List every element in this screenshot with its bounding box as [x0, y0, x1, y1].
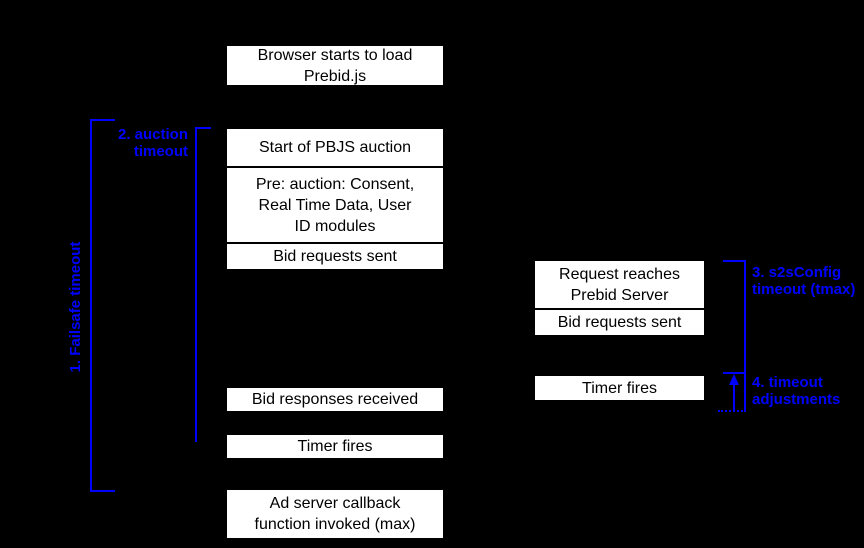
adjustment-dotted-line	[718, 410, 746, 412]
s2s-bracket-extension-line	[744, 372, 746, 411]
browser-load-box: Browser starts to load Prebid.js	[225, 44, 445, 87]
failsafe-timeout-label: 1. Failsafe timeout	[67, 241, 84, 373]
failsafe-timeout-bracket	[90, 119, 115, 492]
auction-stack: Start of PBJS auction Pre: auction: Cons…	[225, 127, 445, 271]
s2s-timeout-label: 3. s2sConfig timeout (tmax)	[752, 264, 856, 298]
timeout-adjustments-label: 4. timeout adjustments	[752, 374, 841, 408]
ad-server-callback-box: Ad server callback function invoked (max…	[225, 488, 445, 540]
request-reaches-server-box: Request reaches Prebid Server	[559, 265, 680, 304]
server-stack: Request reaches Prebid Server Bid reques…	[533, 259, 706, 337]
pre-auction-modules-box: Pre: auction: Consent, Real Time Data, U…	[227, 166, 443, 242]
client-timer-fires-box: Timer fires	[225, 433, 445, 460]
s2s-timeout-bracket	[723, 260, 746, 374]
up-arrow-icon	[729, 374, 739, 410]
bid-responses-box: Bid responses received	[225, 386, 445, 413]
auction-timeout-label: 2. auction timeout	[117, 126, 188, 160]
auction-timeout-bracket	[195, 127, 211, 442]
bid-requests-sent-box: Bid requests sent	[227, 242, 443, 269]
server-timer-fires-box: Timer fires	[533, 374, 706, 402]
start-auction-box: Start of PBJS auction	[258, 139, 412, 157]
server-bid-requests-sent-box: Bid requests sent	[535, 308, 704, 335]
